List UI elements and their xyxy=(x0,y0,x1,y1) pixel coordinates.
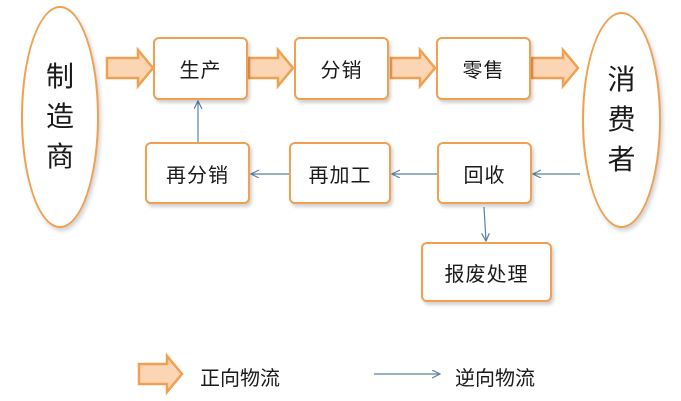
redistribution-node: 再分销 xyxy=(145,142,250,204)
manufacturer-node: 制造商 xyxy=(21,6,99,228)
forward-arrow-retail-consumer xyxy=(530,46,580,90)
scrap-disposal-label: 报废处理 xyxy=(444,261,529,286)
consumer-label: 消费者 xyxy=(607,63,636,176)
legend-reverse-label: 逆向物流 xyxy=(455,366,535,390)
redistribution-label: 再分销 xyxy=(166,162,229,187)
recycling-label: 回收 xyxy=(463,162,506,187)
manufacturer-label: 制造商 xyxy=(45,60,74,173)
forward-arrow-manufacturer-production xyxy=(105,46,155,90)
reprocessing-node: 再加工 xyxy=(289,142,391,204)
recycling-node: 回收 xyxy=(437,142,532,204)
reprocessing-label: 再加工 xyxy=(308,162,372,187)
legend-forward-arrow-icon xyxy=(137,352,184,396)
retail-node: 零售 xyxy=(436,37,531,100)
legend-forward-label: 正向物流 xyxy=(200,366,280,390)
reverse-arrow-recycling-scrap xyxy=(484,206,486,241)
scrap-disposal-node: 报废处理 xyxy=(421,242,552,302)
distribution-node: 分销 xyxy=(294,37,389,100)
production-label: 生产 xyxy=(179,58,222,82)
consumer-node: 消费者 xyxy=(582,12,661,228)
retail-label: 零售 xyxy=(462,58,505,82)
forward-arrow-production-distribution xyxy=(247,46,295,90)
forward-arrow-distribution-retail xyxy=(389,46,437,90)
production-node: 生产 xyxy=(153,37,248,100)
distribution-label: 分销 xyxy=(320,58,363,82)
